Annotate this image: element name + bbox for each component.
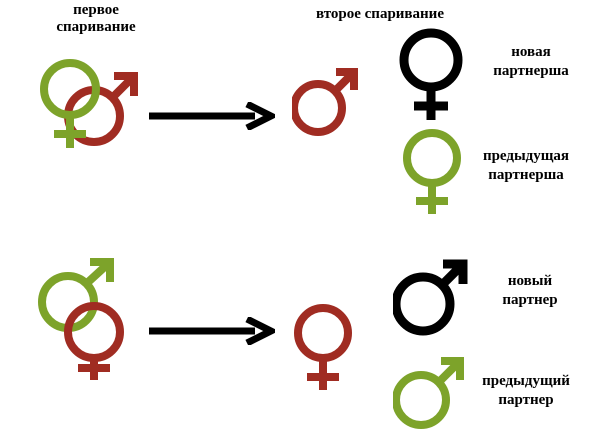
green-female-symbol	[40, 59, 100, 148]
flow-arrow-top	[147, 102, 275, 130]
outcome-green-female-symbol	[399, 126, 469, 218]
outcome-black-male-symbol	[393, 256, 471, 336]
caption-previous-male-partner: предыдущий партнер	[482, 373, 570, 408]
heading-second-mating: второе спаривание	[316, 6, 444, 22]
outcome-black-female-symbol	[397, 26, 469, 124]
outcome-green-male-symbol	[393, 356, 467, 430]
caption-previous-female-partner: предыдущая партнерша	[482, 148, 570, 183]
focus-red-female	[292, 302, 358, 394]
focus-red-male	[292, 66, 360, 136]
flow-arrow-bottom	[147, 317, 275, 345]
green-male-with-red-female-pair	[36, 258, 148, 384]
caption-new-female-partner: новая партнерша	[493, 44, 569, 79]
caption-new-male-partner: новый партнер	[502, 273, 558, 308]
heading-first-mating: первое спаривание	[56, 2, 136, 35]
red-female-symbol	[64, 302, 124, 380]
green-female-with-red-male-pair	[36, 56, 144, 152]
